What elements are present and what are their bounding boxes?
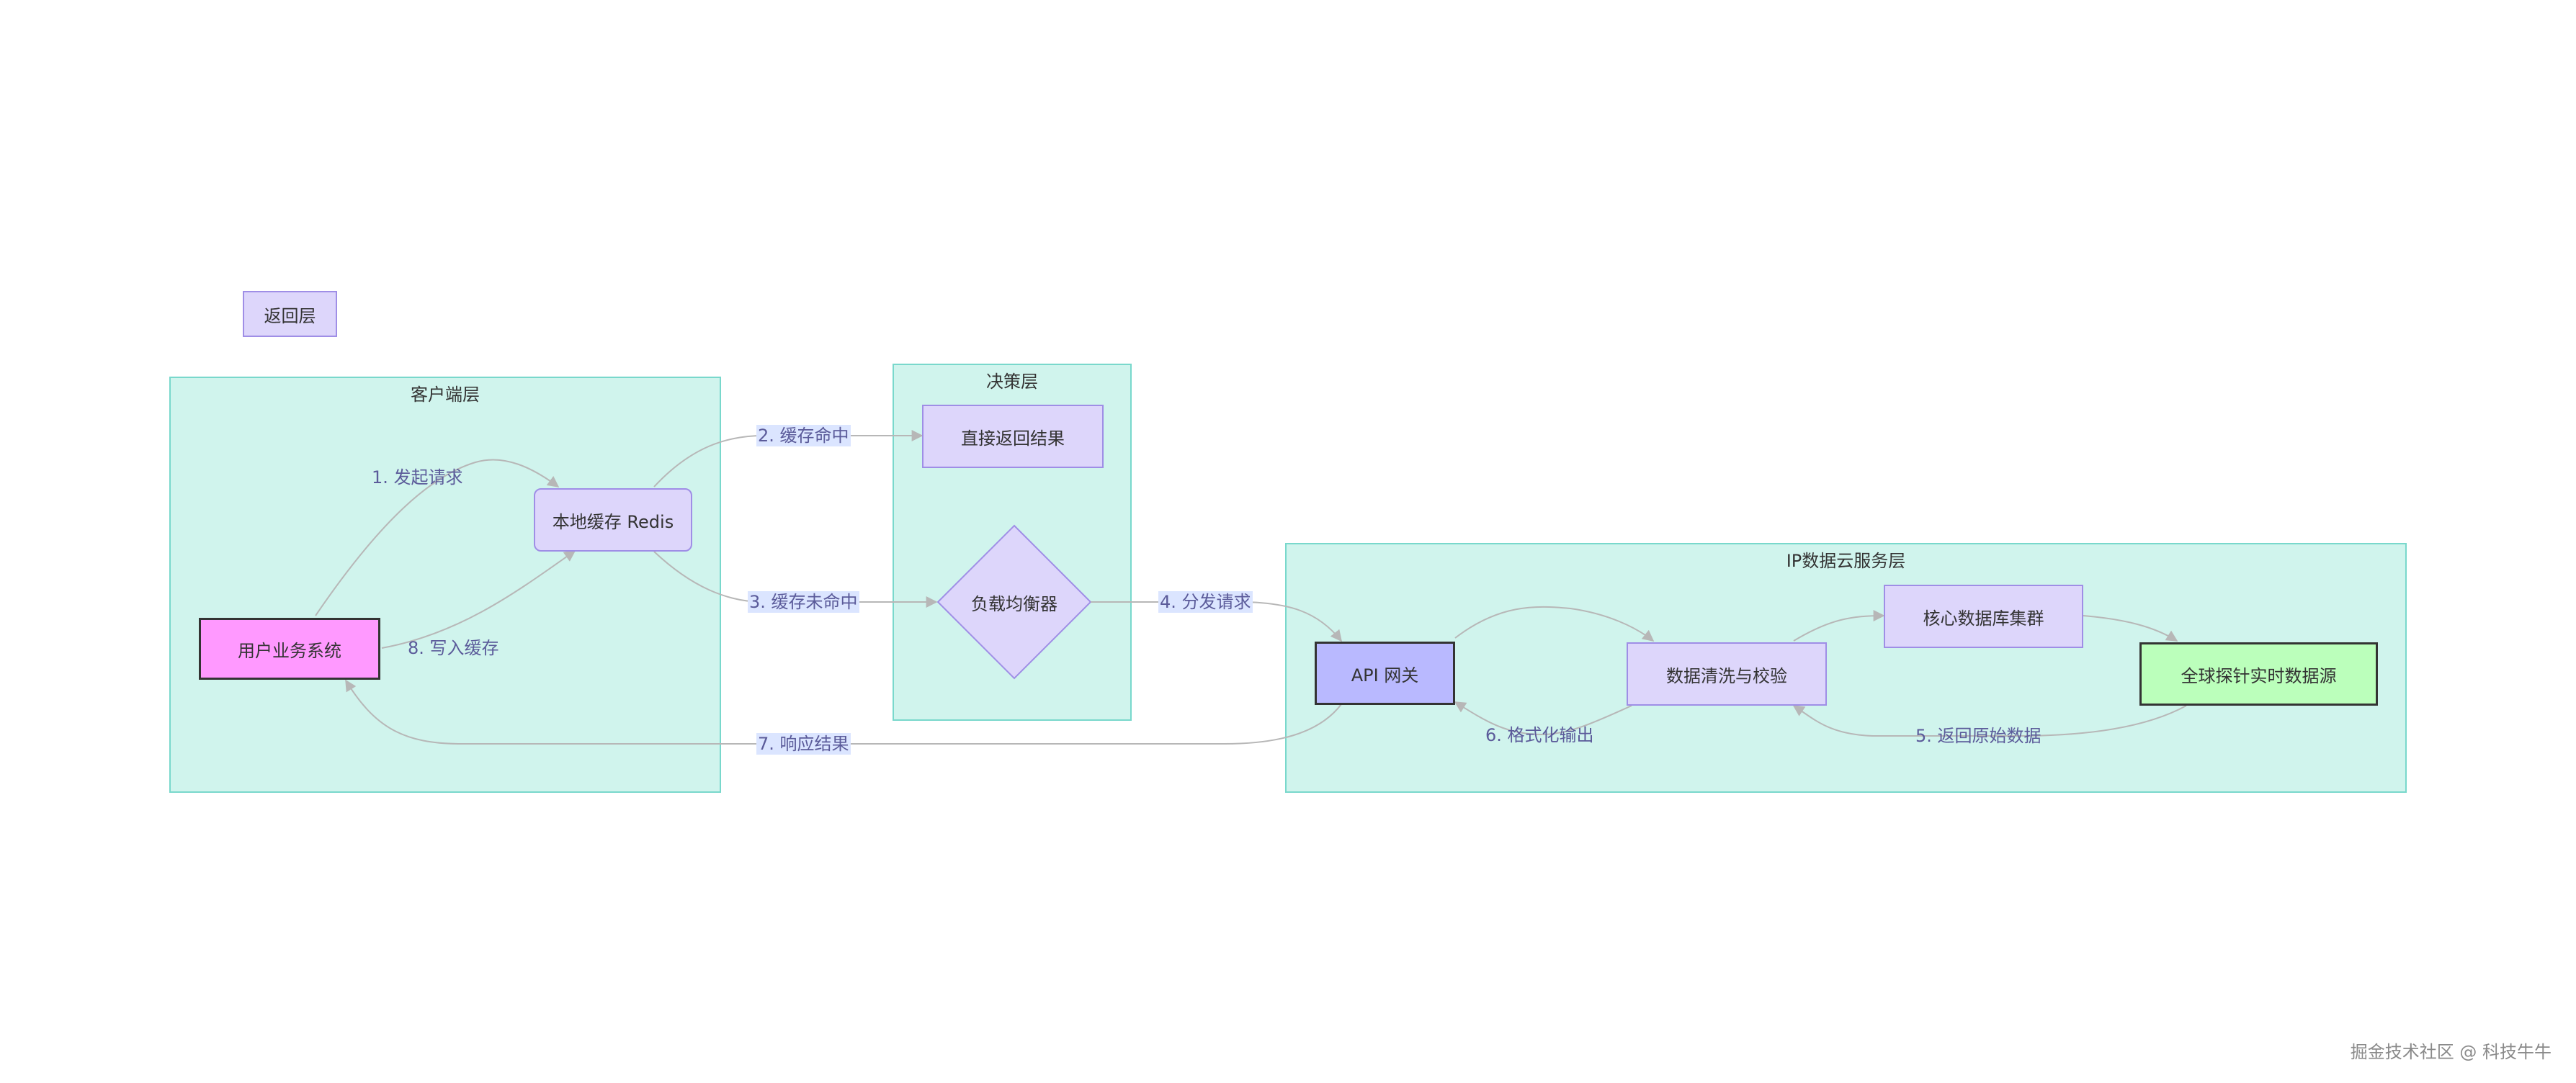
node-load-balancer-label: 负载均衡器	[971, 593, 1057, 614]
legend-label: 返回层	[264, 305, 316, 326]
legend-return-layer: 返回层	[243, 291, 337, 337]
edge-label-8: 8. 写入缓存	[408, 638, 499, 658]
node-api-gateway[interactable]: API 网关	[1315, 642, 1455, 705]
edge-5-raw-data	[1792, 705, 2187, 737]
edge-label-3: 3. 缓存未命中	[748, 591, 859, 613]
node-api-gateway-label: API 网关	[1351, 665, 1419, 686]
node-direct-return[interactable]: 直接返回结果	[922, 405, 1104, 468]
node-data-cleaning-label: 数据清洗与校验	[1666, 665, 1787, 686]
node-redis-cache-label: 本地缓存 Redis	[552, 511, 674, 532]
node-user-system[interactable]: 用户业务系统	[199, 618, 380, 680]
edge-label-2: 2. 缓存命中	[756, 425, 851, 446]
cluster-decision-title: 决策层	[986, 372, 1038, 392]
edge-8-write-cache	[381, 550, 576, 649]
edge-label-1: 1. 发起请求	[372, 467, 463, 487]
edge-label-5: 5. 返回原始数据	[1915, 726, 2041, 746]
cluster-client-box	[169, 377, 721, 793]
node-data-cleaning[interactable]: 数据清洗与校验	[1627, 642, 1827, 706]
edge-label-7: 7. 响应结果	[756, 733, 851, 755]
watermark: 掘金技术社区 @ 科技牛牛	[2350, 1042, 2552, 1062]
edge-11-db-to-source	[2083, 615, 2178, 642]
edge-7-response	[345, 679, 1342, 745]
node-core-db-cluster[interactable]: 核心数据库集群	[1884, 585, 2083, 648]
node-redis-cache[interactable]: 本地缓存 Redis	[534, 488, 692, 552]
edge-6-format-output	[1454, 701, 1632, 736]
edge-9-gateway-to-cleaning	[1454, 606, 1655, 642]
node-user-system-label: 用户业务系统	[238, 640, 341, 661]
node-direct-return-label: 直接返回结果	[961, 428, 1065, 449]
node-core-db-cluster-label: 核心数据库集群	[1923, 608, 2044, 629]
edge-10-cleaning-to-db	[1793, 610, 1885, 642]
edge-1-request	[315, 459, 560, 616]
edge-label-4: 4. 分发请求	[1158, 591, 1253, 613]
node-global-source[interactable]: 全球探针实时数据源	[2139, 642, 2378, 706]
node-load-balancer[interactable]: 负载均衡器	[938, 580, 1091, 624]
node-global-source-label: 全球探针实时数据源	[2181, 665, 2337, 686]
cluster-cloud-title: IP数据云服务层	[1786, 551, 1906, 571]
load-balancer-diamond	[936, 524, 1092, 680]
cluster-client-title: 客户端层	[411, 385, 480, 405]
edge-label-6: 6. 格式化输出	[1485, 725, 1594, 745]
